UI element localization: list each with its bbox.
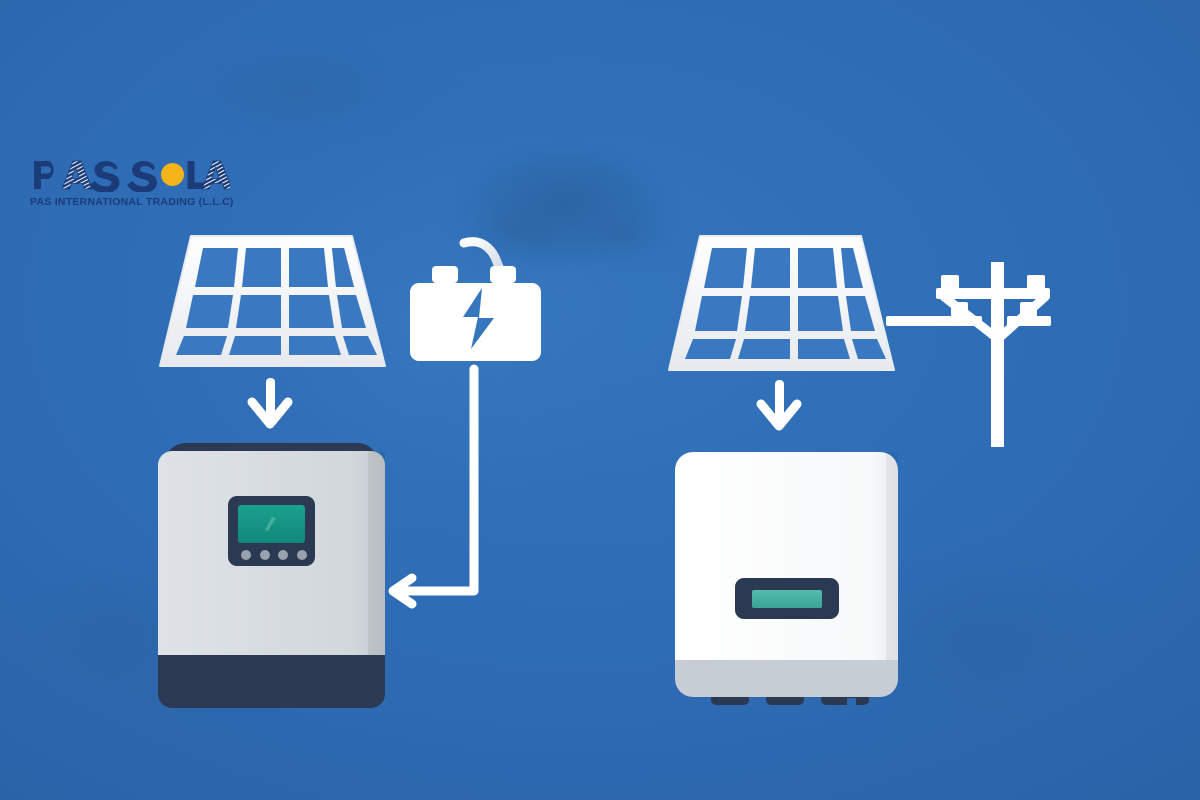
logo-wordmark — [34, 160, 230, 192]
logo-tagline: PAS INTERNATIONAL TRADING (L.L.C) — [30, 196, 234, 208]
battery-icon[interactable] — [410, 237, 541, 361]
solar-panel-left[interactable] — [159, 235, 386, 367]
on-grid-group — [668, 235, 1051, 705]
utility-pole-icon[interactable] — [886, 262, 1051, 447]
battery-to-inverter-connector — [388, 364, 479, 609]
inverter-off-grid[interactable] — [158, 443, 385, 708]
panel-to-inverter-arrow-right — [756, 380, 802, 431]
solar-panel-right[interactable] — [668, 235, 895, 371]
off-grid-group — [158, 235, 541, 708]
brand-logo[interactable]: PAS INTERNATIONAL TRADING (L.L.C) — [30, 158, 270, 220]
logo-sun-icon — [161, 163, 184, 186]
panel-to-inverter-arrow-left — [247, 378, 293, 429]
inverter-on-grid[interactable] — [675, 452, 898, 705]
